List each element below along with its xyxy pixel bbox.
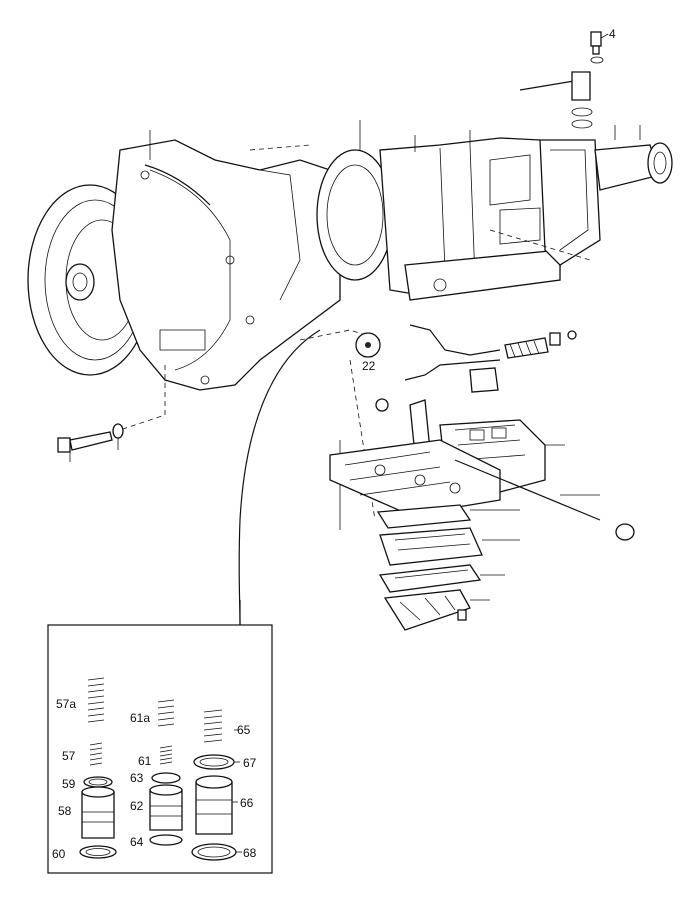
callout-66: 66 — [240, 796, 254, 810]
callout-60: 60 — [52, 847, 66, 861]
callout-59: 59 — [62, 777, 76, 791]
callout-65: 65 — [237, 723, 251, 737]
callout-63: 63 — [130, 771, 144, 785]
separator-plates — [376, 504, 520, 631]
valve-group-middle: 61a 61 63 62 64 — [130, 699, 183, 849]
transmission-case — [316, 120, 561, 301]
bell-housing — [111, 130, 341, 391]
selector-lever-assembly: 4 — [519, 27, 616, 129]
callout-68: 68 — [243, 846, 257, 860]
valve-body — [329, 419, 635, 541]
callout-61a: 61a — [130, 711, 150, 725]
callout-58: 58 — [58, 804, 72, 818]
callout-64: 64 — [130, 835, 144, 849]
callout-57: 57 — [62, 749, 76, 763]
valve-group-right: 65 67 66 68 — [191, 709, 257, 861]
callout-22: 22 — [362, 359, 376, 373]
callout-57a: 57a — [56, 697, 76, 711]
routing-cable — [238, 329, 321, 626]
valve-body-linkage: 22 — [339, 324, 577, 530]
valve-detail-inset: 57a 57 59 58 60 61a 61 63 62 64 — [47, 600, 273, 874]
callout-67: 67 — [243, 756, 257, 770]
callout-4: 4 — [609, 27, 616, 41]
valve-group-left: 57a 57 59 58 60 — [52, 677, 117, 861]
housing-bolt — [57, 423, 124, 462]
callout-62: 62 — [130, 799, 144, 813]
callout-61: 61 — [138, 754, 152, 768]
extension-housing — [539, 125, 673, 266]
